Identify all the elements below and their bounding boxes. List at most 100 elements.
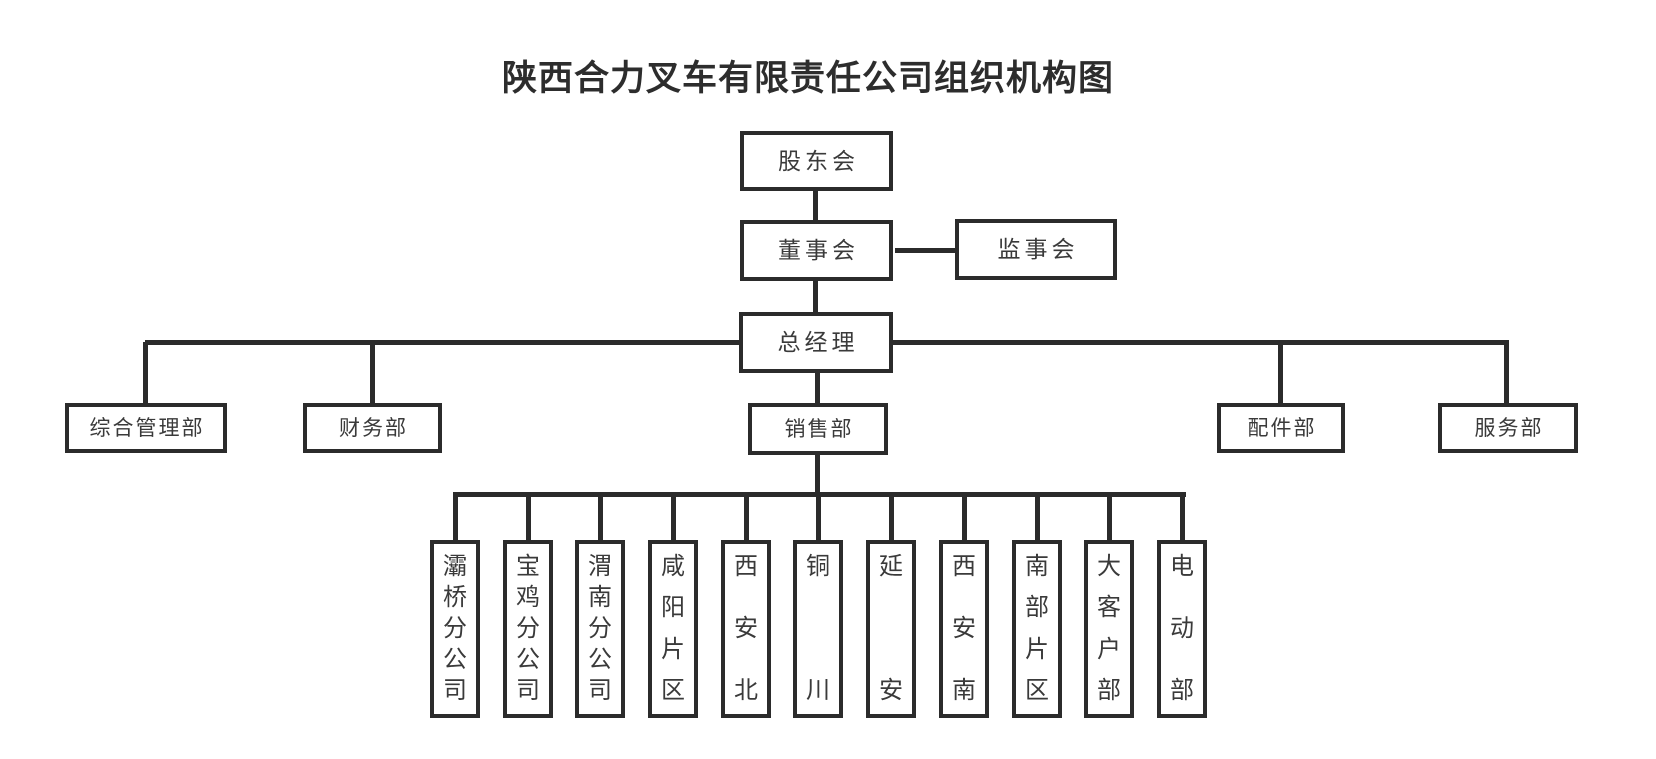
node-supervisory-label: 监事会 bbox=[997, 237, 1079, 262]
vertical-char: 北 bbox=[734, 678, 758, 704]
vertical-char: 安 bbox=[879, 678, 903, 704]
node-unit-baoji-branch: 宝鸡分公司 bbox=[503, 540, 553, 718]
vertical-char: 铜 bbox=[806, 554, 830, 580]
vertical-char: 分 bbox=[588, 616, 612, 642]
vertical-char: 片 bbox=[661, 636, 685, 663]
dept-general-admin-label: 综合管理部 bbox=[89, 415, 205, 440]
unit-weinan-label: 渭南分公司 bbox=[579, 544, 621, 714]
unit-xian-south-label: 西安南 bbox=[943, 544, 985, 714]
vertical-char: 西 bbox=[734, 554, 758, 580]
drop-unit-baqiao bbox=[453, 494, 458, 542]
vertical-char: 灞 bbox=[443, 554, 467, 580]
unit-southern-area-label: 南部片区 bbox=[1016, 544, 1058, 714]
vertical-char: 部 bbox=[1025, 595, 1049, 622]
vertical-char: 司 bbox=[516, 678, 540, 704]
vertical-char: 司 bbox=[443, 678, 467, 704]
dept-parts-label: 配件部 bbox=[1247, 415, 1317, 440]
node-general-manager: 总经理 bbox=[739, 312, 893, 373]
vertical-char: 川 bbox=[806, 678, 830, 704]
unit-key-accounts-label: 大客户部 bbox=[1088, 544, 1130, 714]
vertical-char: 公 bbox=[443, 647, 467, 673]
drop-unit-key-accounts bbox=[1107, 494, 1112, 542]
drop-unit-xian-south bbox=[962, 494, 967, 542]
drop-unit-xianyang bbox=[671, 494, 676, 542]
drop-dept-general-admin bbox=[143, 342, 148, 405]
node-unit-yanan: 延安 bbox=[866, 540, 916, 718]
vertical-char: 渭 bbox=[588, 554, 612, 580]
node-unit-weinan-branch: 渭南分公司 bbox=[575, 540, 625, 718]
vertical-char: 鸡 bbox=[516, 585, 540, 611]
vertical-char: 公 bbox=[588, 647, 612, 673]
unit-baoji-label: 宝鸡分公司 bbox=[507, 544, 549, 714]
vertical-char: 分 bbox=[443, 616, 467, 642]
vertical-char: 户 bbox=[1097, 636, 1121, 663]
drop-unit-southern-area bbox=[1035, 494, 1040, 542]
vertical-char: 区 bbox=[661, 677, 685, 704]
node-unit-baqiao-branch: 灞桥分公司 bbox=[430, 540, 480, 718]
vertical-char: 部 bbox=[1097, 677, 1121, 704]
unit-baqiao-label: 灞桥分公司 bbox=[434, 544, 476, 714]
connector-shareholders-board bbox=[813, 191, 818, 222]
vertical-char: 公 bbox=[516, 647, 540, 673]
drop-unit-electric bbox=[1180, 494, 1185, 542]
vertical-char: 片 bbox=[1025, 636, 1049, 663]
dept-sales-label: 销售部 bbox=[784, 416, 854, 441]
vertical-char: 西 bbox=[952, 554, 976, 580]
unit-yanan-label: 延安 bbox=[870, 544, 912, 714]
vertical-char: 司 bbox=[588, 678, 612, 704]
vertical-char: 咸 bbox=[661, 554, 685, 580]
node-dept-general-admin: 综合管理部 bbox=[65, 403, 227, 453]
vertical-char: 宝 bbox=[516, 554, 540, 580]
drop-unit-xian-north bbox=[744, 494, 749, 542]
vertical-char: 南 bbox=[588, 585, 612, 611]
vertical-char: 南 bbox=[952, 678, 976, 704]
unit-electric-label: 电动部 bbox=[1161, 544, 1203, 714]
drop-dept-service bbox=[1504, 342, 1509, 405]
node-dept-sales: 销售部 bbox=[748, 403, 888, 455]
vertical-char: 桥 bbox=[443, 585, 467, 611]
node-shareholders-meeting: 股东会 bbox=[740, 131, 893, 191]
node-unit-xianyang-area: 咸阳片区 bbox=[648, 540, 698, 718]
vertical-char: 延 bbox=[879, 554, 903, 580]
unit-xian-north-label: 西安北 bbox=[725, 544, 767, 714]
node-supervisory-board: 监事会 bbox=[955, 219, 1117, 280]
vertical-char: 部 bbox=[1170, 678, 1194, 704]
unit-tongchuan-label: 铜川 bbox=[797, 544, 839, 714]
drop-unit-baoji bbox=[526, 494, 531, 542]
dept-finance-label: 财务部 bbox=[339, 415, 408, 440]
drop-unit-weinan bbox=[598, 494, 603, 542]
unit-xianyang-label: 咸阳片区 bbox=[652, 544, 694, 714]
chart-title: 陕西合力叉车有限责任公司组织机构图 bbox=[501, 59, 1114, 98]
vertical-char: 安 bbox=[734, 616, 758, 642]
connector-gm-sales bbox=[815, 373, 820, 405]
drop-dept-finance bbox=[370, 342, 375, 405]
node-board-label: 董事会 bbox=[778, 238, 859, 263]
vertical-char: 客 bbox=[1097, 595, 1121, 622]
node-dept-parts: 配件部 bbox=[1217, 403, 1345, 453]
vertical-char: 阳 bbox=[661, 595, 685, 622]
vertical-char: 电 bbox=[1170, 554, 1194, 580]
node-unit-xian-south: 西安南 bbox=[939, 540, 989, 718]
node-unit-xian-north: 西安北 bbox=[721, 540, 771, 718]
node-dept-finance: 财务部 bbox=[303, 403, 442, 453]
vertical-char: 大 bbox=[1097, 554, 1121, 580]
connector-board-supervisory bbox=[895, 248, 957, 253]
vertical-char: 安 bbox=[952, 616, 976, 642]
node-dept-service: 服务部 bbox=[1438, 403, 1578, 453]
drop-unit-tongchuan bbox=[816, 494, 821, 542]
vertical-char: 分 bbox=[516, 616, 540, 642]
vertical-char: 动 bbox=[1170, 616, 1194, 642]
node-board-of-directors: 董事会 bbox=[740, 220, 893, 281]
connector-sales-rail bbox=[815, 455, 820, 495]
vertical-char: 南 bbox=[1025, 554, 1049, 580]
node-unit-southern-area: 南部片区 bbox=[1012, 540, 1062, 718]
dept-service-label: 服务部 bbox=[1474, 415, 1544, 440]
node-unit-electric: 电动部 bbox=[1157, 540, 1207, 718]
node-shareholders-label: 股东会 bbox=[778, 148, 859, 174]
node-gm-label: 总经理 bbox=[777, 330, 859, 355]
vertical-char: 区 bbox=[1025, 677, 1049, 704]
drop-unit-yanan bbox=[889, 494, 894, 542]
connector-board-gm bbox=[813, 281, 818, 314]
node-unit-tongchuan: 铜川 bbox=[793, 540, 843, 718]
